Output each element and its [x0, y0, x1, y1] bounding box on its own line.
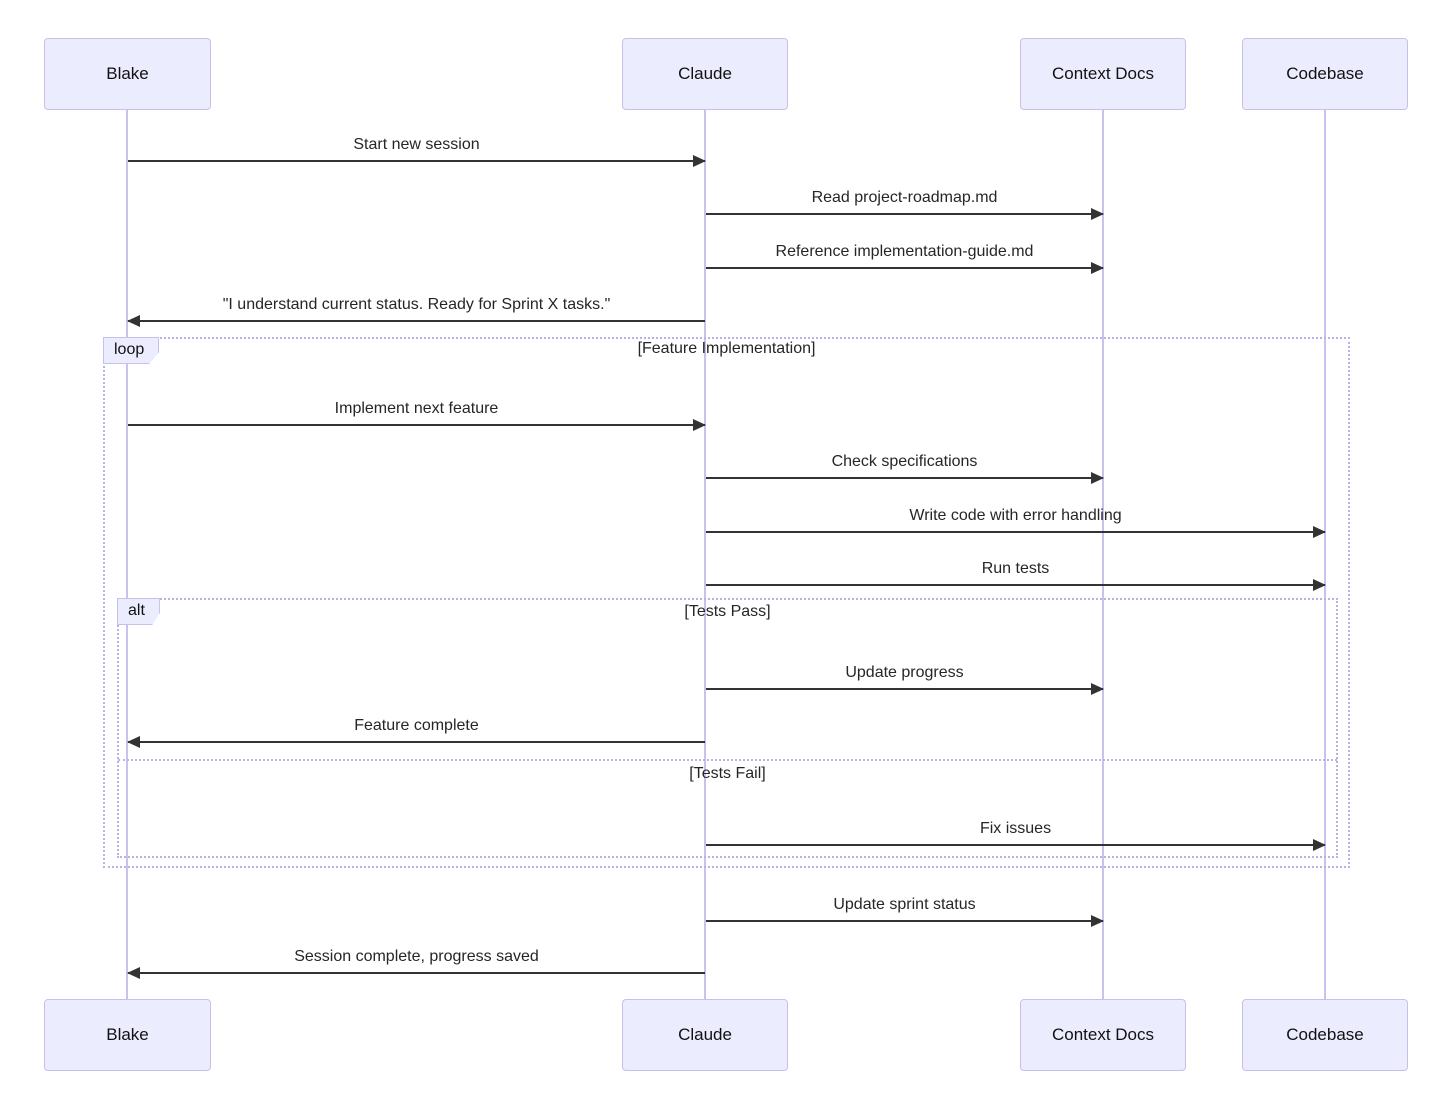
arrowhead-right-icon — [1313, 526, 1326, 538]
message-arrow — [127, 315, 705, 327]
participant-codebase-top: Codebase — [1242, 38, 1408, 110]
alt-frame-title-tests-fail: [Tests Fail] — [689, 765, 766, 782]
alt-frame — [117, 598, 1338, 858]
message-label: Session complete, progress saved — [294, 948, 539, 965]
message-label: Implement next feature — [334, 400, 499, 417]
message-arrow — [706, 579, 1326, 591]
arrowhead-left-icon — [127, 967, 140, 979]
message-arrow — [706, 915, 1104, 927]
alt-frame-title-tests-pass: [Tests Pass] — [684, 603, 771, 620]
message-update-sprint-status: Update sprint status — [706, 895, 1104, 927]
arrowhead-left-icon — [127, 736, 140, 748]
participant-context-docs-bottom: Context Docs — [1020, 999, 1186, 1071]
message-feature-complete: Feature complete — [127, 716, 705, 748]
lifeline-blake — [126, 110, 128, 999]
loop-frame-title: [Feature Implementation] — [637, 340, 816, 357]
arrowhead-right-icon — [1091, 262, 1104, 274]
participant-context-docs-top: Context Docs — [1020, 38, 1186, 110]
loop-frame-tab: loop — [103, 337, 160, 364]
participant-claude-top: Claude — [622, 38, 788, 110]
message-label: Check specifications — [831, 453, 978, 470]
loop-keyword: loop — [114, 340, 145, 358]
participant-blake-bottom: Blake — [44, 999, 211, 1071]
message-run-tests: Run tests — [706, 559, 1326, 591]
message-label: Update progress — [845, 664, 964, 681]
message-label: Run tests — [981, 560, 1050, 577]
participant-claude-bottom: Claude — [622, 999, 788, 1071]
message-arrow — [127, 967, 705, 979]
arrowhead-right-icon — [1091, 683, 1104, 695]
alt-frame-tab: alt — [117, 598, 160, 625]
lifeline-claude — [704, 110, 706, 999]
message-arrow — [706, 262, 1104, 274]
message-start-new-session: Start new session — [128, 135, 706, 167]
arrowhead-right-icon — [1091, 915, 1104, 927]
arrowhead-right-icon — [693, 155, 706, 167]
message-read-project-roadmap: Read project-roadmap.md — [706, 188, 1104, 220]
arrowhead-right-icon — [1313, 839, 1326, 851]
message-session-complete: Session complete, progress saved — [127, 947, 705, 979]
message-label: Feature complete — [354, 717, 479, 734]
message-understand-status: "I understand current status. Ready for … — [127, 295, 705, 327]
loop-frame — [103, 337, 1350, 868]
message-arrow — [706, 526, 1326, 538]
arrowhead-left-icon — [127, 315, 140, 327]
message-check-specifications: Check specifications — [706, 452, 1104, 484]
lifeline-codebase — [1324, 110, 1326, 999]
alt-frame-divider — [118, 759, 1337, 761]
message-label: Reference implementation-guide.md — [775, 243, 1034, 260]
lifeline-context-docs — [1102, 110, 1104, 999]
message-label: Fix issues — [979, 820, 1052, 837]
message-arrow — [706, 472, 1104, 484]
message-label: Start new session — [353, 136, 480, 153]
message-label: Update sprint status — [833, 896, 976, 913]
message-arrow — [706, 839, 1326, 851]
message-label: Write code with error handling — [909, 507, 1122, 524]
message-label: "I understand current status. Ready for … — [222, 296, 611, 313]
message-arrow — [127, 736, 705, 748]
message-write-code: Write code with error handling — [706, 506, 1326, 538]
message-reference-implementation-guide: Reference implementation-guide.md — [706, 242, 1104, 274]
message-arrow — [706, 208, 1104, 220]
message-label: Read project-roadmap.md — [811, 189, 998, 206]
message-implement-next-feature: Implement next feature — [128, 399, 706, 431]
alt-keyword: alt — [128, 601, 145, 619]
arrowhead-right-icon — [693, 419, 706, 431]
participant-codebase-bottom: Codebase — [1242, 999, 1408, 1071]
message-fix-issues: Fix issues — [706, 819, 1326, 851]
arrowhead-right-icon — [1091, 472, 1104, 484]
message-update-progress: Update progress — [706, 663, 1104, 695]
message-arrow — [128, 155, 706, 167]
message-arrow — [706, 683, 1104, 695]
participant-blake-top: Blake — [44, 38, 211, 110]
arrowhead-right-icon — [1091, 208, 1104, 220]
arrowhead-right-icon — [1313, 579, 1326, 591]
message-arrow — [128, 419, 706, 431]
